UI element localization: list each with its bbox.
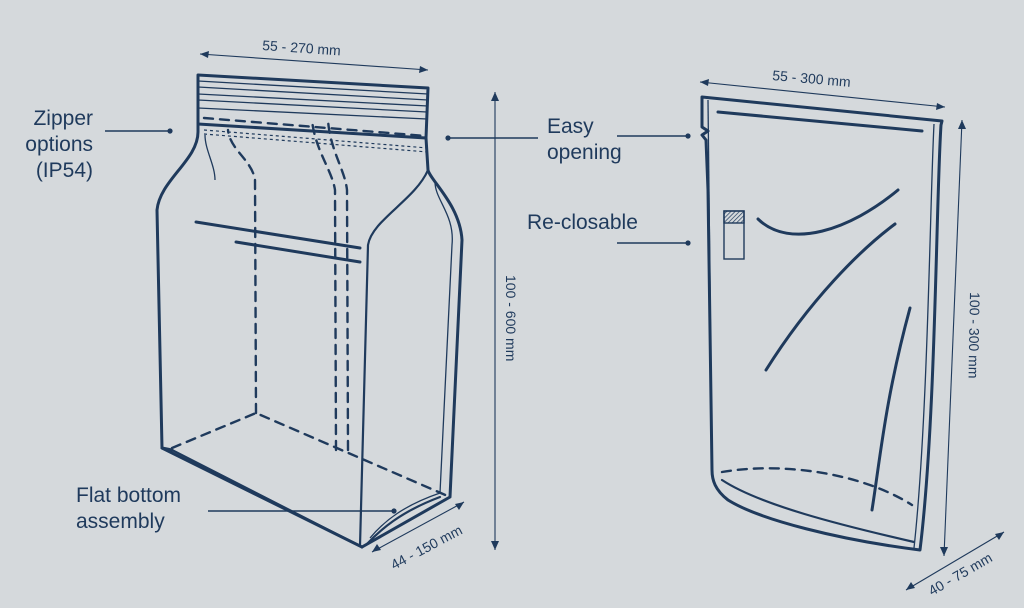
dim-left-height: 100 - 600 mm: [503, 275, 519, 361]
leader-lines: [105, 128, 691, 514]
dimension-arrows: [199, 51, 1005, 591]
label-easy-opening: Easy opening: [547, 114, 622, 166]
label-zipper-line1: Zipper: [33, 107, 93, 130]
dim-left-width: 55 - 270 mm: [262, 37, 342, 58]
label-flat-bottom: Flat bottom assembly: [76, 483, 181, 535]
flat-bottom-pouch: [155, 73, 464, 549]
pouch-outline: [700, 95, 944, 552]
label-easy-line1: Easy: [547, 115, 594, 138]
label-flat-bottom-line2: assembly: [76, 510, 165, 533]
dim-right-depth: 40 - 75 mm: [926, 549, 995, 598]
label-easy-line2: opening: [547, 141, 622, 164]
dim-left-depth: 44 - 150 mm: [388, 522, 465, 573]
pouch-left-side: [155, 122, 200, 452]
label-zipper-line2: options: [25, 133, 93, 156]
label-flat-bottom-line1: Flat bottom: [76, 484, 182, 507]
dim-right-height: 100 - 300 mm: [965, 292, 983, 379]
label-zipper-options: Zipper options (IP54): [0, 106, 93, 184]
label-reclosable: Re-closable: [527, 211, 638, 234]
stand-up-pouch: [700, 95, 944, 552]
pouch-right-side: [360, 136, 464, 549]
label-zipper-line3: (IP54): [35, 159, 93, 182]
dim-right-width: 55 - 300 mm: [772, 67, 852, 90]
